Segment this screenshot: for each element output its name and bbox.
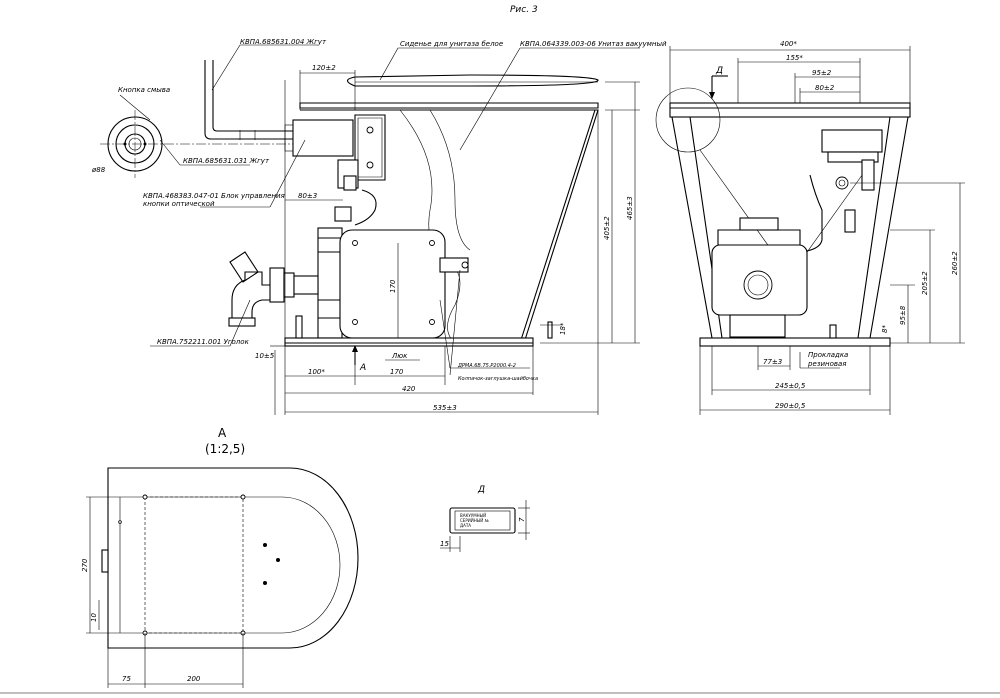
dim-170-horiz: 170 — [390, 368, 404, 376]
flush-button-view — [100, 110, 300, 178]
callout-cap: ДРМА.6В.75.Р2000.4-2 — [457, 363, 516, 369]
dim-7: 7 — [518, 517, 526, 522]
side-view — [655, 46, 965, 415]
dim-270: 270 — [81, 558, 89, 572]
dim-535: 535±3 — [433, 404, 457, 412]
callout-harness-side: КВПА.685631.031 Жгут — [183, 157, 270, 165]
arrow-a-label: А — [359, 363, 366, 373]
dim-170-vert: 170 — [389, 279, 397, 293]
view-a-scale: (1:2,5) — [205, 442, 245, 456]
view-a-label: А — [218, 426, 227, 440]
front-view — [100, 44, 640, 415]
dim-18: 18* — [559, 322, 567, 335]
dim-80-side: 80±2 — [815, 84, 835, 92]
dim-8: 8* — [881, 325, 889, 333]
dim-420: 420 — [402, 385, 416, 393]
dim-95-vert: 95±8 — [899, 305, 907, 325]
dim-205: 205±2 — [921, 271, 929, 295]
dim-290: 290±0,5 — [775, 402, 806, 410]
dim-200: 200 — [187, 675, 201, 683]
callout-cap-note: Колпачок-заглушка-шайбочка — [458, 376, 538, 382]
callout-seat: Сиденье для унитаза белое — [400, 40, 503, 48]
view-d-plate — [440, 500, 530, 552]
view-d-arrow-label: Д — [715, 66, 723, 76]
callout-gasket-1: Прокладка — [808, 351, 848, 359]
dim-100: 100* — [308, 368, 325, 376]
dim-75: 75 — [122, 675, 131, 683]
callout-flush-button: Кнопка смыва — [118, 86, 170, 94]
elbow-fitting — [228, 251, 319, 327]
view-d-label: Д — [477, 485, 485, 495]
view-a-plan — [86, 467, 359, 688]
dim-155: 155* — [786, 54, 803, 62]
dim-405: 405±2 — [603, 216, 611, 240]
dim-465: 465±3 — [626, 196, 634, 220]
dim-dia-88: ø88 — [91, 166, 106, 174]
dim-400: 400* — [780, 40, 797, 48]
callout-harness-top: КВПА.685631.004 Жгут — [240, 38, 327, 46]
callout-hatch: Люк — [391, 352, 408, 360]
dim-95: 95±2 — [812, 69, 832, 77]
dim-10: 10±5 — [255, 352, 275, 360]
callout-elbow: КВПА.752211.001 Уголок — [157, 338, 250, 346]
dim-15: 15 — [440, 540, 449, 548]
dim-77: 77±3 — [763, 358, 782, 366]
dim-260: 260±2 — [951, 251, 959, 275]
plate-line-1: ВАКУУМНЫЙ — [460, 513, 486, 518]
dim-10-plan: 10 — [90, 613, 98, 622]
callout-control-unit-2: кнопки оптической — [143, 200, 215, 208]
figure-title: Рис. 3 — [510, 5, 538, 15]
dim-80: 80±3 — [298, 192, 317, 200]
dim-245: 245±0,5 — [775, 382, 806, 390]
plate-line-3: ДАТА — [460, 523, 471, 528]
callout-control-unit-1: КВПА.468383.047-01 Блок управления — [143, 192, 285, 200]
dim-top-120: 120±2 — [312, 64, 336, 72]
plate-line-2: СЕРИЙНЫЙ № — [460, 518, 489, 523]
callout-gasket-2: резиновая — [807, 360, 847, 368]
callout-toilet: КВПА.064339.003-06 Унитаз вакуумный — [520, 40, 667, 48]
